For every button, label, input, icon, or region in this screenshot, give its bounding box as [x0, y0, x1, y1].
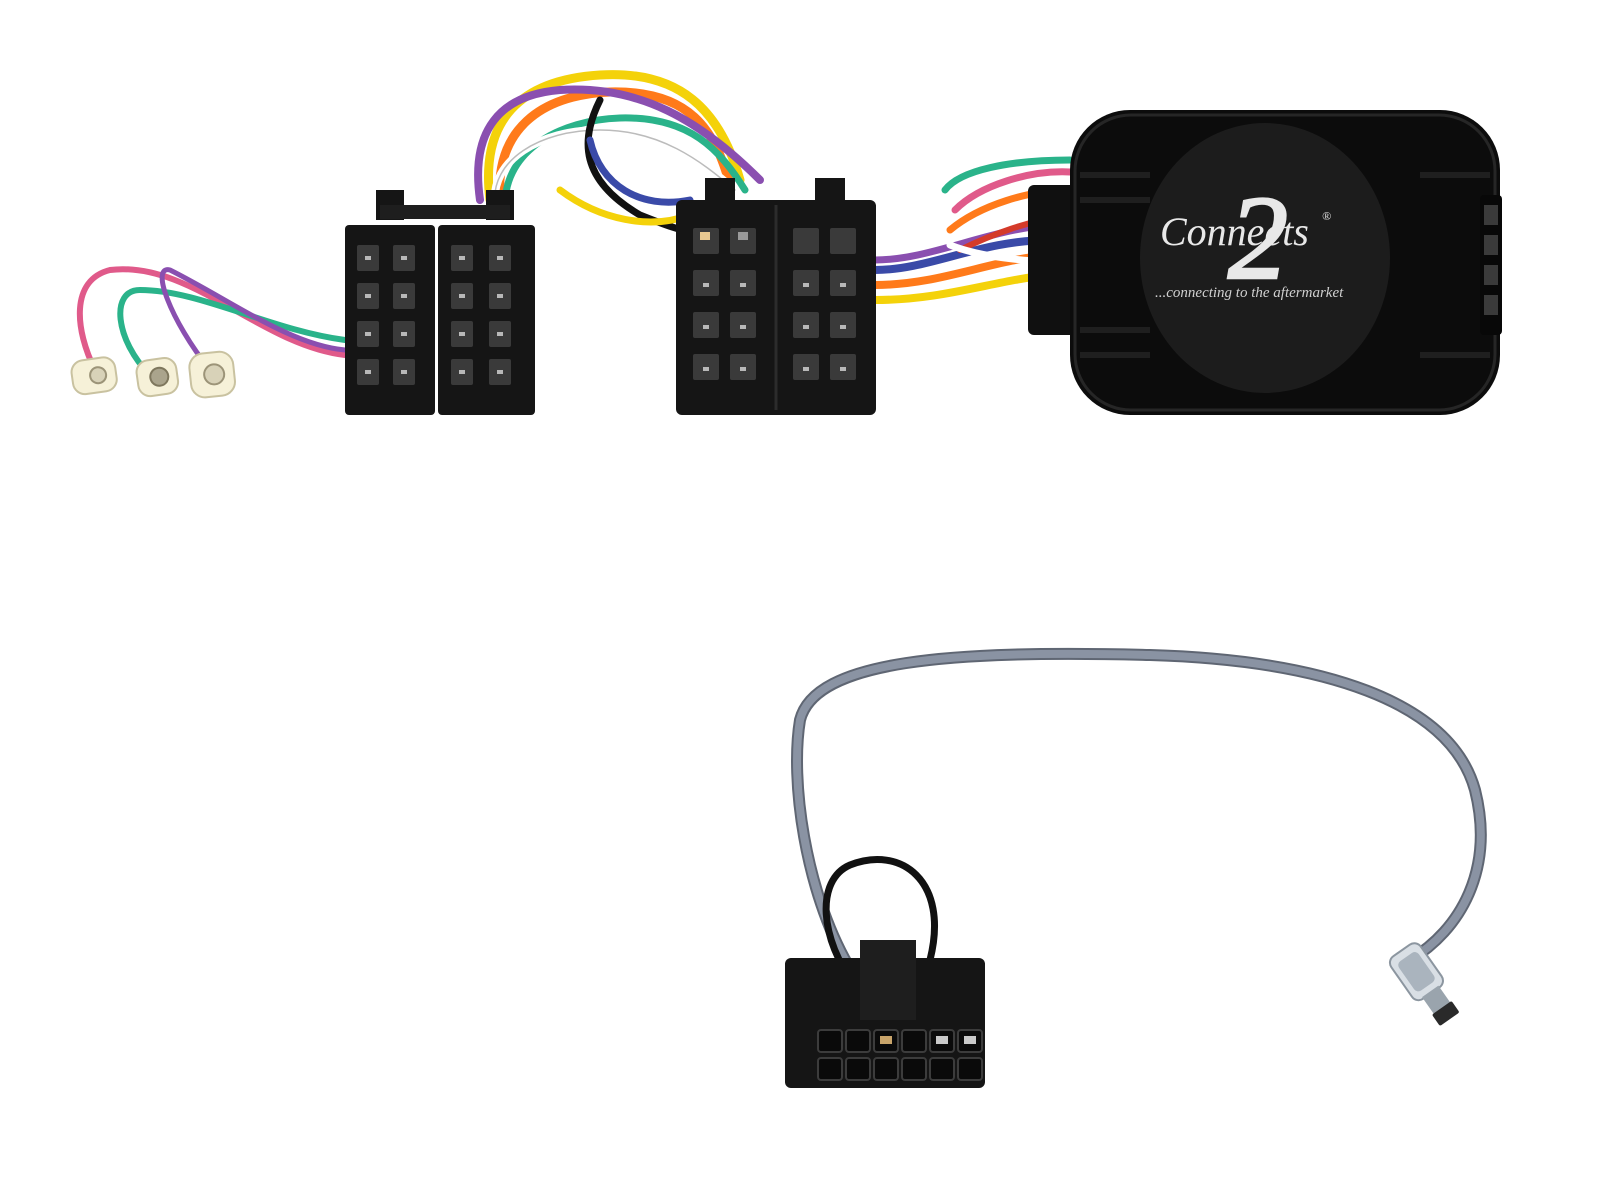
twelve-pin-connector — [785, 940, 985, 1088]
brand-tagline: ...connecting to the aftermarket — [1155, 285, 1344, 301]
interface-module: 2 Connects ® ...connecting to the afterm… — [1028, 110, 1502, 415]
harness-wire-bundle — [76, 70, 1074, 378]
patch-lead-plug — [1388, 942, 1459, 1026]
iso-connector-middle — [676, 178, 876, 415]
patch-lead-cable — [791, 647, 1487, 989]
registered-mark: ® — [1322, 209, 1331, 223]
brand-name: Connects — [1160, 209, 1309, 254]
iso-connector-left-pair — [345, 190, 535, 415]
brand-number: 2 — [1228, 171, 1288, 304]
spade-terminals — [70, 350, 236, 399]
